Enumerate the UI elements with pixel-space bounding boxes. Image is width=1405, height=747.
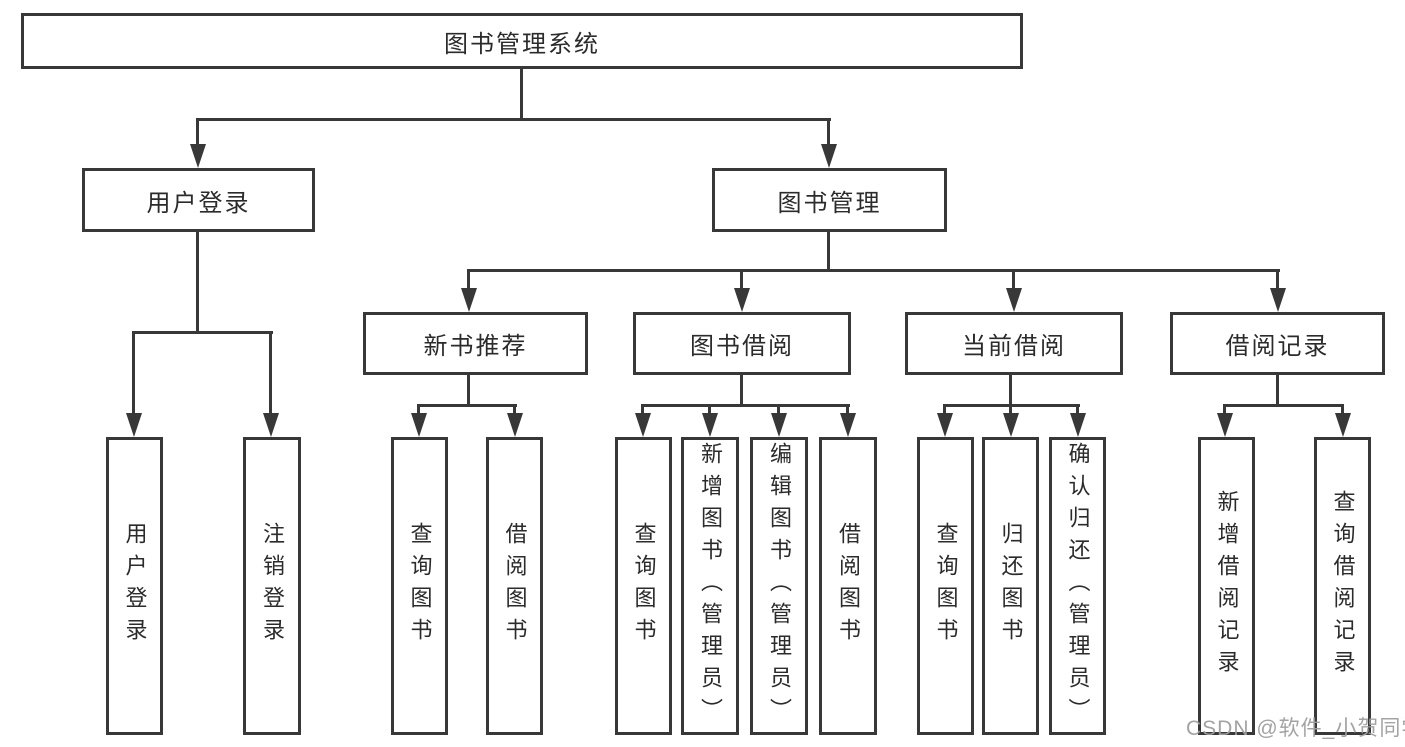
connector-vline: [1276, 269, 1279, 304]
arrowhead-down: [840, 413, 856, 437]
node-query-books-borrow: 查询图书: [615, 437, 672, 735]
arrowhead-down: [821, 144, 837, 168]
arrowhead-down: [702, 413, 718, 437]
node-label: 新增借阅记录: [1214, 490, 1240, 682]
node-label: 图书借阅: [690, 333, 794, 360]
arrowhead-down: [734, 288, 750, 312]
connector-vline: [467, 269, 470, 304]
node-borrow-books-recommend: 借阅图书: [486, 437, 543, 735]
arrowhead-down: [937, 413, 953, 437]
node-label: 查询图书: [933, 522, 959, 650]
arrowhead-down: [263, 413, 279, 437]
arrowhead-down: [461, 288, 477, 312]
connector-vline: [827, 118, 830, 158]
node-label: 借阅图书: [836, 522, 861, 650]
arrowhead-down: [1270, 288, 1286, 312]
node-borrow-book: 借阅图书: [819, 437, 877, 735]
node-current-borrow: 当前借阅: [905, 312, 1123, 375]
arrowhead-down: [1003, 413, 1019, 437]
node-query-books-recommend: 查询图书: [391, 437, 448, 735]
connector-vline: [467, 375, 470, 407]
connector-vline: [1012, 269, 1015, 304]
node-label: 查询借阅记录: [1330, 490, 1356, 682]
node-add-borrow-record: 新增借阅记录: [1198, 437, 1255, 735]
arrowhead-down: [771, 413, 787, 437]
node-label: 新增图书（管理员）: [698, 442, 723, 730]
node-add-book-admin: 新增图书（管理员）: [681, 437, 739, 735]
connector-vline: [196, 232, 199, 333]
node-borrow-records: 借阅记录: [1170, 312, 1385, 375]
node-label: 借阅图书: [502, 522, 528, 650]
node-book-management: 图书管理: [712, 168, 947, 232]
connector-vline: [132, 331, 135, 431]
node-label: 当前借阅: [962, 333, 1066, 360]
arrowhead-down: [1070, 413, 1086, 437]
node-return-book: 归还图书: [982, 437, 1039, 735]
node-label: 用户登录: [146, 189, 251, 217]
arrowhead-down: [1335, 413, 1351, 437]
node-user-login: 用户登录: [82, 168, 315, 232]
node-label: 借阅记录: [1225, 333, 1330, 360]
node-label: 编辑图书（管理员）: [767, 442, 792, 730]
connector-hline: [641, 404, 850, 407]
connector-hline: [197, 118, 831, 121]
arrowhead-down: [411, 413, 427, 437]
node-label: 注销登录: [260, 522, 285, 650]
arrowhead-down: [126, 413, 142, 437]
arrowhead-down: [1006, 288, 1022, 312]
node-library-system: 图书管理系统: [21, 13, 1023, 69]
arrowhead-down: [190, 144, 206, 168]
node-label: 归还图书: [998, 522, 1024, 650]
connector-vline: [196, 118, 199, 158]
node-logout: 注销登录: [243, 437, 301, 735]
connector-vline: [740, 375, 743, 407]
connector-vline: [1276, 375, 1279, 407]
node-confirm-return-admin: 确认归还（管理员）: [1049, 437, 1106, 735]
connector-vline: [269, 331, 272, 431]
connector-vline: [827, 232, 830, 272]
node-label: 查询图书: [631, 522, 657, 650]
node-new-book-recommend: 新书推荐: [363, 312, 588, 375]
node-query-borrow-record: 查询借阅记录: [1314, 437, 1371, 735]
arrowhead-down: [507, 413, 523, 437]
node-label: 用户登录: [122, 522, 148, 650]
connector-hline: [1223, 404, 1344, 407]
node-label: 图书管理系统: [444, 30, 600, 58]
node-label: 新书推荐: [423, 333, 528, 360]
connector-vline: [520, 69, 523, 119]
node-book-borrow: 图书借阅: [633, 312, 851, 375]
connector-vline: [1009, 375, 1012, 407]
arrowhead-down: [1217, 413, 1233, 437]
connector-hline: [132, 331, 273, 334]
node-edit-book-admin: 编辑图书（管理员）: [750, 437, 808, 735]
node-query-books-current: 查询图书: [917, 437, 974, 735]
node-label: 确认归还（管理员）: [1065, 442, 1091, 730]
node-label: 查询图书: [407, 522, 433, 650]
arrowhead-down: [635, 413, 651, 437]
node-label: 图书管理: [777, 189, 882, 217]
connector-hline: [467, 269, 1280, 272]
csdn-watermark: CSDN @软件_小贺同学: [1186, 717, 1405, 740]
connector-hline: [417, 404, 517, 407]
node-user-login-action: 用户登录: [106, 437, 163, 735]
connector-vline: [740, 269, 743, 304]
